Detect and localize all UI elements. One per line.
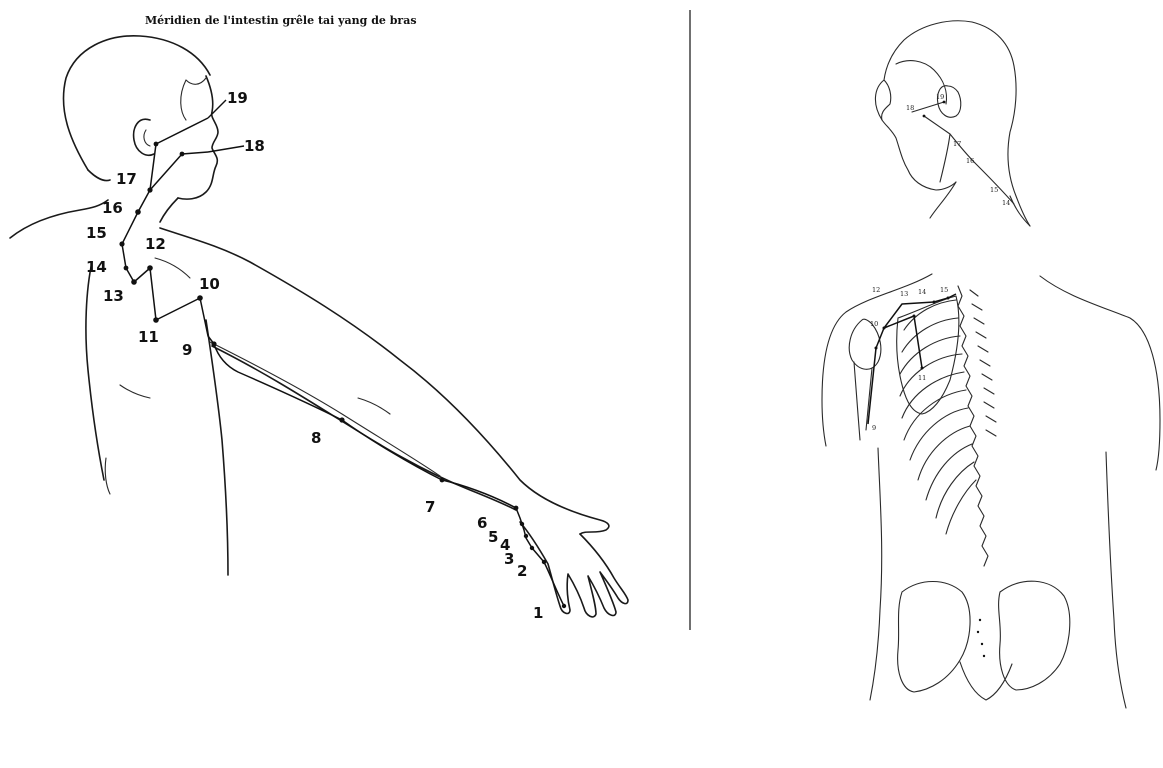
label-point-12: 12 (145, 235, 166, 253)
point-3 (530, 546, 534, 550)
label-point-8: 8 (311, 429, 321, 447)
left-hairline (181, 78, 206, 120)
back-label-10: 10 (870, 320, 878, 328)
head-label-14: 14 (1002, 199, 1010, 207)
label-point-16: 16 (102, 199, 123, 217)
diagram-title: Méridien de l'intestin grêle tai yang de… (145, 14, 417, 27)
back-outline-right (1040, 276, 1160, 470)
left-back-contour (86, 262, 104, 480)
back-label-12: 12 (872, 286, 880, 294)
right-back-figure: 12 13 14 15 10 11 9 (822, 274, 1160, 708)
left-neck-back (88, 170, 110, 181)
back-outline-left (822, 274, 932, 446)
humerus (849, 319, 881, 440)
point-4 (524, 534, 528, 538)
label-point-13: 13 (103, 287, 124, 305)
label-point-2: 2 (517, 562, 527, 580)
point-13 (131, 279, 137, 285)
point-17 (147, 187, 152, 192)
point-2 (542, 560, 546, 564)
back-label-15: 15 (940, 286, 948, 294)
point-8 (339, 417, 344, 422)
left-neck-front (160, 198, 178, 222)
head-face (882, 80, 956, 190)
head-label-19: 19 (936, 93, 944, 101)
label-point-6: 6 (477, 514, 487, 532)
label-point-15: 15 (86, 224, 107, 242)
point-7 (440, 478, 445, 483)
back-label-9: 9 (872, 424, 876, 432)
point-19 (154, 142, 159, 147)
label-point-5: 5 (488, 528, 498, 546)
point-18 (180, 152, 185, 157)
label-point-4: 4 (500, 536, 510, 554)
left-front-contour (206, 320, 228, 575)
label-point-10: 10 (199, 275, 220, 293)
pelvis (898, 581, 1070, 692)
label-point-1: 1 (533, 604, 543, 622)
point-14 (124, 266, 129, 271)
label-point-17: 17 (116, 170, 137, 188)
head-label-17: 17 (953, 140, 961, 148)
point-15 (119, 241, 124, 246)
head-label-15: 15 (990, 186, 998, 194)
label-point-11: 11 (138, 328, 159, 346)
point-16 (135, 209, 141, 215)
point-9 (211, 341, 216, 346)
back-label-14: 14 (918, 288, 926, 296)
point-10 (197, 295, 203, 301)
label-point-7: 7 (425, 498, 435, 516)
scapula (897, 296, 959, 414)
spine (958, 286, 996, 566)
label-point-18: 18 (244, 137, 265, 155)
right-head-figure: 18 19 17 16 15 14 (875, 21, 1030, 226)
point-12 (147, 265, 153, 271)
ribs (900, 300, 976, 534)
label-point-19: 19 (227, 89, 248, 107)
label-point-14: 14 (86, 258, 107, 276)
back-label-13: 13 (900, 290, 908, 298)
back-label-11: 11 (918, 374, 926, 382)
left-figure: 1 2 3 4 5 6 7 8 9 10 11 12 13 14 15 16 1… (10, 36, 628, 622)
left-head-outline (63, 36, 210, 170)
point-1 (562, 604, 566, 608)
point-6 (514, 506, 519, 511)
head-ear (937, 86, 960, 118)
left-face-profile (178, 76, 218, 199)
head-label-16: 16 (966, 157, 974, 165)
left-hand (520, 522, 628, 617)
point-5 (520, 522, 524, 526)
label-point-9: 9 (182, 341, 192, 359)
point-11 (153, 317, 159, 323)
back-meridian-line (868, 294, 956, 424)
head-label-18: 18 (906, 104, 914, 112)
left-arm-top (160, 228, 609, 534)
